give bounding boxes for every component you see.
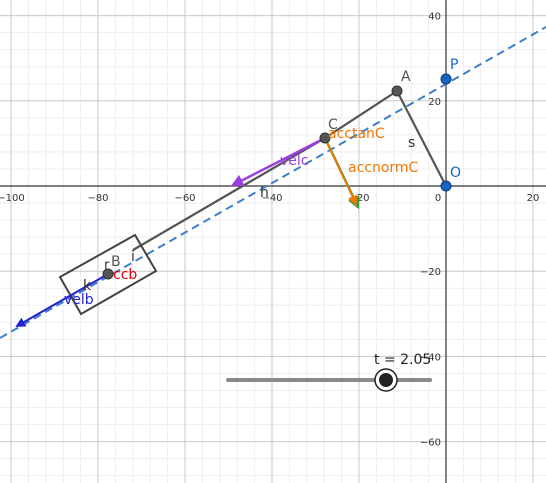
label-c: C	[328, 117, 338, 133]
label-h: h	[260, 185, 269, 201]
x-tick-label: −100	[0, 193, 25, 204]
slider-label: t = 2.05	[374, 352, 431, 368]
point-c[interactable]	[319, 132, 331, 144]
label-velb: velb	[64, 292, 94, 308]
dashed-line[interactable]	[0, 26, 546, 339]
point-a[interactable]	[391, 85, 403, 97]
vector-acctanc[interactable]	[324, 137, 358, 206]
label-accb: ccb	[113, 267, 137, 283]
segment-h[interactable]	[132, 137, 326, 251]
label-acctanc: acctanC	[328, 126, 385, 142]
point-b[interactable]	[102, 268, 114, 280]
label-a: A	[401, 69, 411, 85]
label-r: r	[104, 258, 110, 273]
label-o: O	[450, 165, 461, 181]
tick-labels: −100 −80 −60 −40 −20 0 20 40 20 −20 −40 …	[0, 12, 539, 449]
block-b-rectangle[interactable]	[58, 233, 158, 316]
y-tick-label: −60	[420, 438, 441, 449]
x-tick-label: −40	[261, 193, 282, 204]
y-tick-label: −40	[420, 352, 441, 363]
label-accnormc: accnormC	[348, 160, 419, 176]
segment-s[interactable]	[396, 90, 447, 187]
label-s: s	[408, 135, 415, 151]
y-tick-label: 40	[428, 12, 441, 23]
label-p: P	[450, 57, 458, 73]
x-tick-label: 0	[435, 193, 441, 204]
y-tick-label: 20	[428, 97, 441, 108]
label-velc: velc	[280, 153, 309, 169]
x-tick-label: −60	[174, 193, 195, 204]
label-b: B	[111, 254, 121, 270]
vector-velb[interactable]	[15, 273, 109, 327]
x-tick-label: 20	[527, 193, 540, 204]
label-k: k	[83, 278, 92, 294]
vector-velc[interactable]	[230, 136, 326, 187]
x-tick-label: −80	[87, 193, 108, 204]
label-i: i	[131, 249, 135, 265]
slider-handle-core[interactable]	[379, 373, 393, 387]
y-tick-label: −20	[420, 267, 441, 278]
point-p[interactable]	[440, 73, 452, 85]
segment-ac[interactable]	[324, 90, 398, 139]
point-o[interactable]	[440, 180, 452, 192]
